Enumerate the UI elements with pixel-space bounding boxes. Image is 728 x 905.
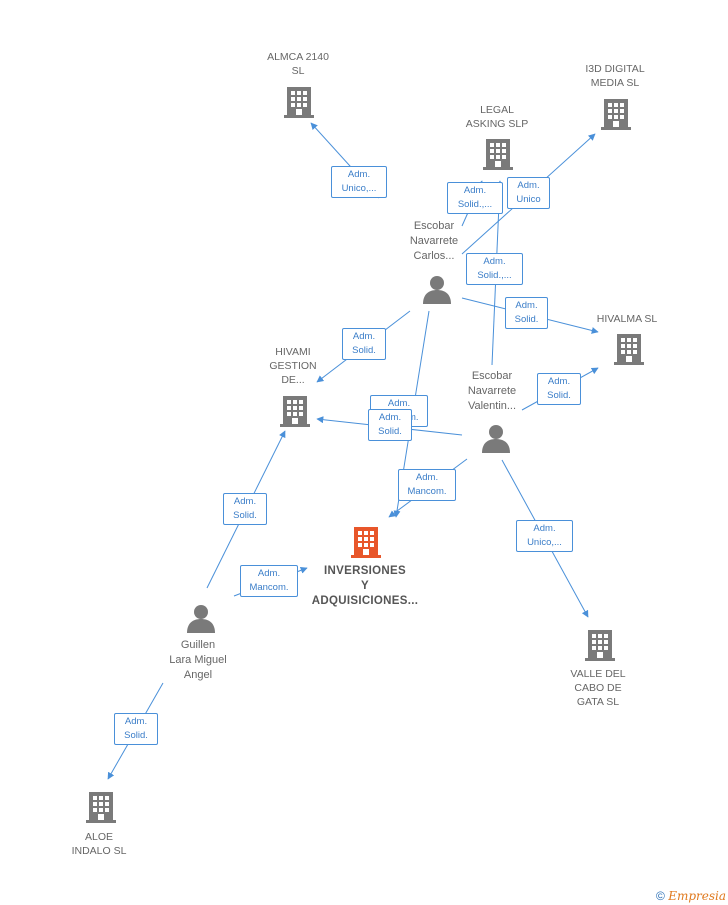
node-legal[interactable]: LEGAL ASKING SLP <box>466 103 528 131</box>
node-label-hivalma: HIVALMA SL <box>596 313 658 325</box>
building-icon-hivami <box>280 396 310 427</box>
copyright-icon: © <box>656 889 665 903</box>
node-label-almca: ALMCA 2140 SL <box>267 51 329 77</box>
building-icon-hivalma <box>614 334 644 365</box>
node-i3d[interactable]: I3D DIGITAL MEDIA SL <box>585 62 644 90</box>
relation-label[interactable]: Adm. Mancom. <box>240 565 298 597</box>
relation-label[interactable]: Adm. Solid. <box>537 373 581 405</box>
relation-label[interactable]: Adm. Solid.,... <box>466 253 523 285</box>
relation-label[interactable]: Adm. Solid. <box>505 297 548 329</box>
building-icon-valle <box>585 630 615 661</box>
relation-label[interactable]: Adm. Unico <box>507 177 550 209</box>
node-label-valle: VALLE DEL CABO DE GATA SL <box>570 668 626 708</box>
brand-logo: Empresia <box>668 889 726 903</box>
node-label-guillen: Guillen Lara Miguel Angel <box>169 639 227 681</box>
relation-label[interactable]: Adm. Unico,... <box>331 166 387 198</box>
person-icon-carlos <box>423 276 451 304</box>
building-icon-i3d <box>601 99 631 130</box>
building-icon-inversiones <box>351 527 381 558</box>
relation-label[interactable]: Adm. Solid. <box>114 713 158 745</box>
node-label-inversiones: INVERSIONES Y ADQUISICIONES... <box>311 565 419 607</box>
node-label-carlos: Escobar Navarrete Carlos... <box>409 220 459 262</box>
node-label-hivami: HIVAMI GESTION DE... <box>269 346 317 386</box>
footer-brand: © Empresia <box>656 889 726 903</box>
building-icon-legal <box>483 139 513 170</box>
node-label-legal: LEGAL ASKING SLP <box>465 104 529 130</box>
relation-label[interactable]: Adm. Unico,... <box>516 520 573 552</box>
building-icon-almca <box>284 87 314 118</box>
node-almca[interactable]: ALMCA 2140 SL <box>267 50 329 78</box>
relation-label[interactable]: Adm. Solid. <box>342 328 386 360</box>
node-valentin[interactable]: Escobar Navarrete Valentin... <box>468 369 516 414</box>
building-icon-aloe <box>86 792 116 823</box>
node-guillen[interactable]: Guillen Lara Miguel Angel <box>169 638 226 683</box>
node-aloe[interactable]: ALOE INDALO SL <box>72 830 127 858</box>
node-label-valentin: Escobar Navarrete Valentin... <box>467 370 517 412</box>
node-label-i3d: I3D DIGITAL MEDIA SL <box>585 63 645 89</box>
node-hivami[interactable]: HIVAMI GESTION DE... <box>269 345 316 387</box>
person-icon-guillen <box>187 605 215 633</box>
node-valle[interactable]: VALLE DEL CABO DE GATA SL <box>570 667 625 709</box>
relation-label[interactable]: Adm. Solid. <box>223 493 267 525</box>
node-label-aloe: ALOE INDALO SL <box>71 831 127 857</box>
relation-label[interactable]: Adm. Solid. <box>368 409 412 441</box>
relation-label[interactable]: Adm. Solid.,... <box>447 182 503 214</box>
person-icon-valentin <box>482 425 510 453</box>
node-hivalma[interactable]: HIVALMA SL <box>597 312 658 326</box>
node-inversiones[interactable]: INVERSIONES Y ADQUISICIONES... <box>312 564 418 609</box>
relation-label[interactable]: Adm. Mancom. <box>398 469 456 501</box>
node-carlos[interactable]: Escobar Navarrete Carlos... <box>410 219 458 264</box>
